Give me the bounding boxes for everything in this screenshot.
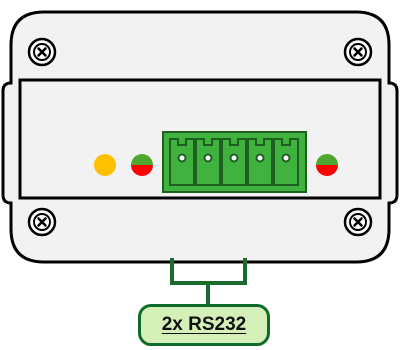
terminal-pin xyxy=(169,138,195,186)
terminal-pin xyxy=(221,138,247,186)
terminal-pin xyxy=(273,138,299,186)
bicolor-led-icon xyxy=(131,154,153,176)
status-led-icon xyxy=(94,154,116,176)
connector-bracket xyxy=(170,258,247,306)
screw-icon xyxy=(343,207,373,237)
bicolor-led-icon xyxy=(316,154,338,176)
terminal-block xyxy=(162,131,307,193)
terminal-pin xyxy=(195,138,221,186)
terminal-pin xyxy=(247,138,273,186)
screw-icon xyxy=(27,37,57,67)
screw-icon xyxy=(343,37,373,67)
interface-label-box: 2x RS232 xyxy=(138,304,270,346)
screw-icon xyxy=(27,207,57,237)
interface-label: 2x RS232 xyxy=(161,314,247,335)
